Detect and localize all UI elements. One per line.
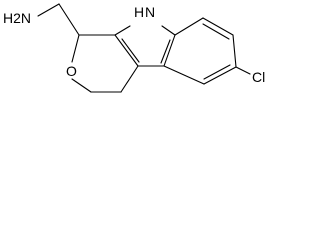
bond-c8-c7 [202,17,234,36]
bond-c9a-n [114,25,131,36]
bond-c8a-c4b [163,34,176,67]
bond-c6-cl [235,66,251,75]
bond-c7-c6 [232,34,237,68]
bond-ch2-c1 [58,3,80,36]
bond-c5-c4b [163,65,205,85]
bond-c9a-c4a-double [121,38,140,63]
bond-c6-c5-double [203,64,231,80]
bond-c8a-c4b-double [160,39,171,64]
bond-n-c8a [161,25,176,36]
bond-c9a-c4a [114,34,139,67]
bond-c4-c4a [120,65,139,93]
bond-c8a-c8 [174,17,204,36]
bond-o-c3 [71,78,92,93]
amine-label: H2N [3,10,31,26]
bond-c6-c5 [203,66,237,85]
bond-c8-c7-double [202,23,230,40]
chemical-structure: H2N H N O Cl [3,3,265,93]
bond-nh2-ch2 [37,3,60,17]
bond-c1-o [71,34,80,63]
indole-n-label: N [145,4,155,20]
ring-oxygen-label: O [66,63,77,79]
chlorine-label: Cl [252,69,265,85]
indole-h-label: H [134,4,144,20]
